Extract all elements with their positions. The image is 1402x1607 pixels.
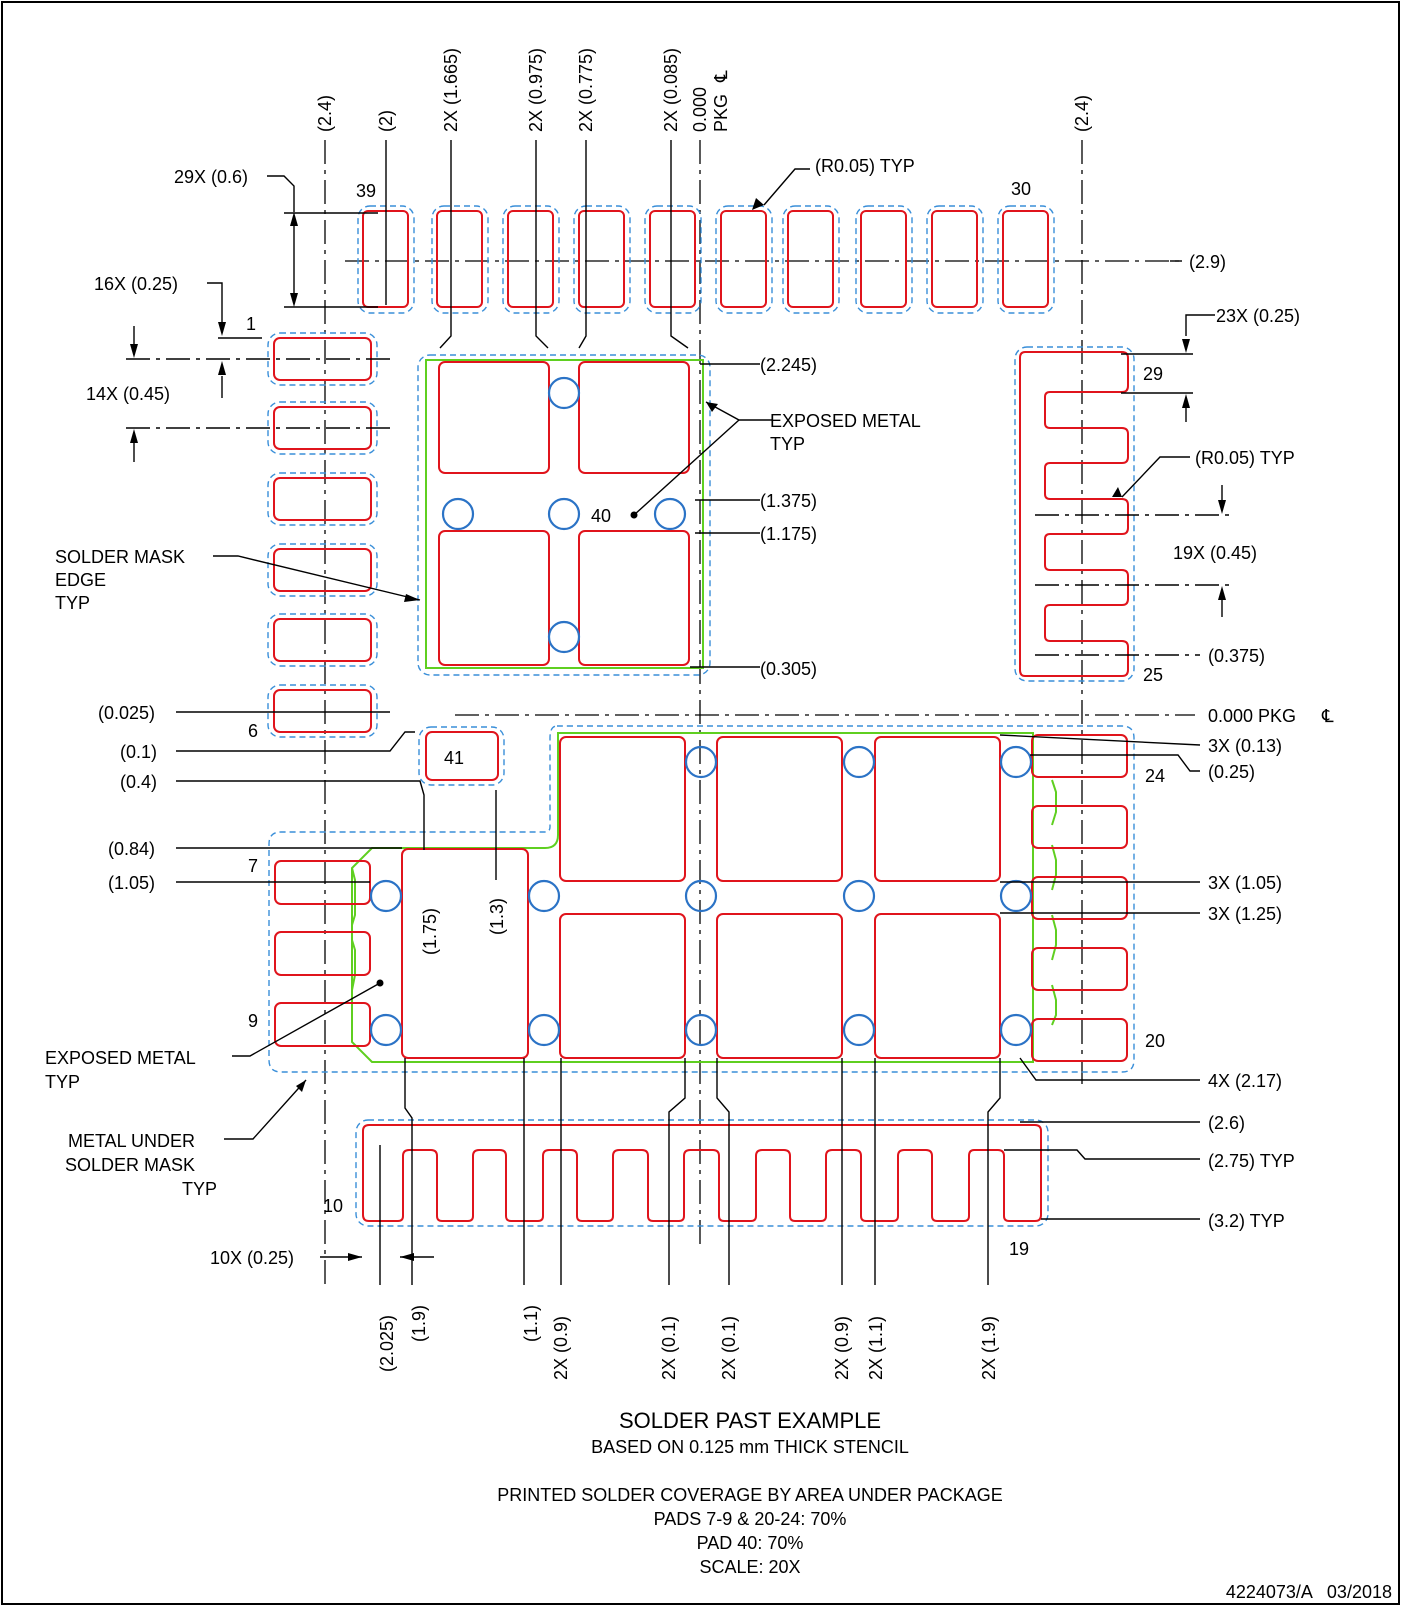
document-number: 4224073/A 03/2018 <box>1226 1582 1392 1602</box>
dim-top-0775: 2X (0.775) <box>576 48 596 132</box>
pin-30: 30 <box>1011 179 1031 199</box>
bottom-pads-10-19 <box>355 1119 1049 1227</box>
metal-under-1: METAL UNDER <box>68 1131 195 1151</box>
dim-1175: (1.175) <box>760 524 817 544</box>
right-labels: (R0.05) TYP (2.9) 23X (0.25) (2.245) EXP… <box>760 156 1334 1231</box>
dim-bottom-19: (1.9) <box>409 1305 429 1342</box>
dim-0025: (0.025) <box>98 703 155 723</box>
exposed-metal-right-2: TYP <box>770 434 805 454</box>
dim-275: (2.75) TYP <box>1208 1151 1295 1171</box>
pin-6: 6 <box>248 721 258 741</box>
solder-mask-label-3: TYP <box>55 593 90 613</box>
dim-bottom-01a: 2X (0.1) <box>659 1316 679 1380</box>
metal-under-2: SOLDER MASK <box>65 1155 195 1175</box>
dim-bottom-19b: 2X (1.9) <box>979 1316 999 1380</box>
dim-top-2: (2) <box>376 110 396 132</box>
centerline-symbol-right: ℄ <box>1321 706 1334 726</box>
dim-13: (1.3) <box>487 898 507 935</box>
lower-thermal-pad <box>268 725 1135 1073</box>
coverage-heading: PRINTED SOLDER COVERAGE BY AREA UNDER PA… <box>497 1485 1002 1505</box>
dim-2245: (2.245) <box>760 355 817 375</box>
bottom-dimension-labels: (2.025) (1.9) (1.1) 2X (0.9) 2X (0.1) 2X… <box>377 1305 999 1380</box>
pin-29: 29 <box>1143 364 1163 384</box>
pin-19: 19 <box>1009 1239 1029 1259</box>
left-labels: 29X (0.6) 16X (0.25) 14X (0.45) SOLDER M… <box>45 167 507 1268</box>
pin-10: 10 <box>323 1196 343 1216</box>
exposed-metal-right-1: EXPOSED METAL <box>770 411 921 431</box>
dim-3x013: 3X (0.13) <box>1208 736 1282 756</box>
dim-01: (0.1) <box>120 742 157 762</box>
dim-084: (0.84) <box>108 839 155 859</box>
dim-bottom-11b: 2X (1.1) <box>866 1316 886 1380</box>
pin-25: 25 <box>1143 665 1163 685</box>
leader-lines <box>126 140 1233 1285</box>
dim-r005-right: (R0.05) TYP <box>1195 448 1295 468</box>
view-subtitle: BASED ON 0.125 mm THICK STENCIL <box>591 1437 909 1457</box>
dim-top-1665: 2X (1.665) <box>441 48 461 132</box>
dim-29x: 29X (0.6) <box>174 167 248 187</box>
dim-3x105: 3X (1.05) <box>1208 873 1282 893</box>
dim-0375: (0.375) <box>1208 646 1265 666</box>
left-pads-1-6 <box>267 332 378 738</box>
pin-20: 20 <box>1145 1031 1165 1051</box>
metal-under-3: TYP <box>182 1179 217 1199</box>
solder-mask-label-2: EDGE <box>55 570 106 590</box>
pad-40 <box>417 354 711 676</box>
pin-numbers: 1 6 7 9 10 19 20 24 25 29 30 39 40 41 <box>246 179 1165 1259</box>
top-pads <box>357 205 1055 314</box>
pin-9: 9 <box>248 1011 258 1031</box>
centerline-symbol: ℄ <box>711 70 731 83</box>
dim-1375: (1.375) <box>760 491 817 511</box>
dim-top-0085: 2X (0.085) <box>661 48 681 132</box>
dim-105: (1.05) <box>108 873 155 893</box>
dim-top-0000: 0.000 <box>690 87 710 132</box>
pad-41 <box>418 726 505 786</box>
dim-175: (1.75) <box>420 908 440 955</box>
dim-23x: 23X (0.25) <box>1216 306 1300 326</box>
dim-top-0975: 2X (0.975) <box>526 48 546 132</box>
dim-025: (0.25) <box>1208 762 1255 782</box>
dim-top-2-4-left: (2.4) <box>315 95 335 132</box>
dim-bottom-09b: 2X (0.9) <box>832 1316 852 1380</box>
dim-26: (2.6) <box>1208 1113 1245 1133</box>
coverage-line-1: PADS 7-9 & 20-24: 70% <box>654 1509 847 1529</box>
coverage-line-3: SCALE: 20X <box>699 1557 800 1577</box>
pin-24: 24 <box>1145 766 1165 786</box>
pin-7: 7 <box>248 856 258 876</box>
dim-3x125: 3X (1.25) <box>1208 904 1282 924</box>
dim-10x: 10X (0.25) <box>210 1248 294 1268</box>
dim-4x217: 4X (2.17) <box>1208 1071 1282 1091</box>
pin-41: 41 <box>444 748 464 768</box>
title-block: SOLDER PAST EXAMPLE BASED ON 0.125 mm TH… <box>497 1408 1392 1602</box>
dim-16x: 16X (0.25) <box>94 274 178 294</box>
dim-r005-top: (R0.05) TYP <box>815 156 915 176</box>
dim-bottom-01b: 2X (0.1) <box>719 1316 739 1380</box>
dim-14x: 14X (0.45) <box>86 384 170 404</box>
dim-19x: 19X (0.45) <box>1173 543 1257 563</box>
dim-0305: (0.305) <box>760 659 817 679</box>
top-dimension-labels: (2.4) (2) 2X (1.665) 2X (0.975) 2X (0.77… <box>315 48 1092 132</box>
view-title: SOLDER PAST EXAMPLE <box>619 1408 881 1433</box>
exposed-metal-left-1: EXPOSED METAL <box>45 1048 196 1068</box>
solder-mask-label-1: SOLDER MASK <box>55 547 185 567</box>
exposed-metal-left-2: TYP <box>45 1072 80 1092</box>
pin-39: 39 <box>356 181 376 201</box>
right-pads-25-29 <box>1014 346 1135 682</box>
dim-29: (2.9) <box>1189 252 1226 272</box>
center-lines <box>324 140 1195 1285</box>
dim-0000-pkg: 0.000 PKG <box>1208 706 1296 726</box>
dim-top-2-4-right: (2.4) <box>1072 95 1092 132</box>
dim-04: (0.4) <box>120 772 157 792</box>
dim-bottom-11: (1.1) <box>521 1305 541 1342</box>
pin-40: 40 <box>591 506 611 526</box>
coverage-line-2: PAD 40: 70% <box>697 1533 804 1553</box>
dim-32: (3.2) TYP <box>1208 1211 1285 1231</box>
dim-bottom-2025: (2.025) <box>377 1315 397 1372</box>
arrowheads <box>130 198 1226 1261</box>
dim-top-pkg: PKG <box>711 94 731 132</box>
dim-bottom-09: 2X (0.9) <box>551 1316 571 1380</box>
pin-1: 1 <box>246 314 256 334</box>
